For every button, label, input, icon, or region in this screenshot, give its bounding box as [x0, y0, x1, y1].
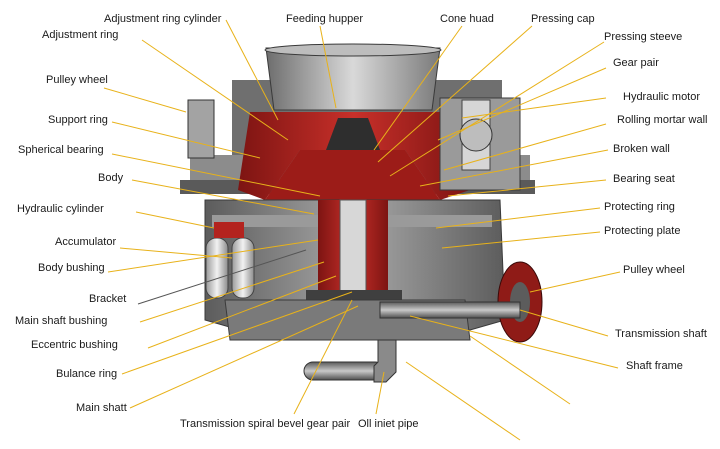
- label-hydraulic-motor: Hydraulic motor: [623, 91, 701, 103]
- label-feeding-hupper: Feeding hupper: [286, 13, 364, 25]
- label-hydraulic-cylinder: Hydraulic cylinder: [17, 203, 104, 215]
- leader-protecting-plate: [441, 231, 601, 249]
- label-pulley-wheel-left: Pulley wheel: [46, 74, 108, 86]
- hopper-rim-shape: [264, 43, 442, 57]
- label-accumulator: Accumulator: [55, 236, 117, 248]
- leader-extra-2: [405, 361, 521, 441]
- leader-bevel-gear-pair: [293, 299, 353, 415]
- leader-support-ring: [111, 121, 261, 159]
- adjustment-cylinder-shape: [187, 99, 215, 159]
- leader-rolling-mortar-wall: [443, 123, 607, 171]
- leader-pressing-cap: [377, 25, 533, 163]
- label-gear-pair: Gear pair: [613, 57, 659, 69]
- leader-pulley-wheel-left: [103, 87, 187, 113]
- label-body: Body: [98, 172, 124, 184]
- leader-extra-1: [469, 335, 571, 405]
- leader-main-shaft-bushing: [139, 261, 325, 323]
- label-main-shatt: Main shatt: [76, 402, 127, 414]
- label-bearing-seat: Bearing seat: [613, 173, 675, 185]
- label-bulance-ring: Bulance ring: [56, 368, 118, 380]
- leader-bearing-seat: [447, 179, 607, 197]
- label-rolling-mortar-wall: Rolling mortar wall: [617, 114, 708, 126]
- label-bracket: Bracket: [89, 293, 127, 305]
- bowl-liner-shape: [238, 112, 470, 200]
- label-protecting-plate: Protecting plate: [604, 225, 681, 237]
- transmission-shaft-shape: [379, 301, 521, 319]
- leader-bracket: [137, 249, 307, 305]
- label-shaft-frame: Shaft frame: [626, 360, 683, 372]
- leader-adjustment-ring: [141, 39, 289, 141]
- label-support-ring: Support ring: [48, 114, 108, 126]
- leader-adjustment-ring-cylinder: [225, 19, 279, 121]
- leader-bulance-ring: [121, 291, 353, 375]
- leader-body: [131, 179, 315, 215]
- hydraulic-cylinder-shape: [214, 222, 244, 238]
- label-transmission-shaft: Transmission shaft: [615, 328, 707, 340]
- leader-transmission-shaft: [519, 309, 609, 337]
- leader-protecting-ring: [435, 207, 601, 229]
- crusher-body-group: [180, 43, 543, 383]
- leader-pressing-steeve: [389, 41, 605, 177]
- leader-main-shatt: [129, 305, 359, 409]
- label-pressing-cap: Pressing cap: [531, 13, 595, 25]
- leader-pulley-wheel-right: [529, 271, 621, 293]
- leader-lines: [103, 19, 621, 441]
- leader-body-bushing: [107, 239, 319, 273]
- leader-gear-pair: [437, 67, 607, 141]
- oil-inlet-pipe-shape: [373, 339, 397, 383]
- label-broken-wall: Broken wall: [613, 143, 670, 155]
- leader-shaft-frame: [409, 315, 619, 369]
- label-main-shaft-bushing: Main shaft bushing: [15, 315, 108, 327]
- mantle-shape: [265, 150, 440, 200]
- label-eccentric-bushing: Eccentric bushing: [31, 339, 118, 351]
- leader-spherical-bearing: [111, 153, 321, 197]
- leader-oil-inlet-pipe: [375, 371, 385, 415]
- leader-feeding-hupper: [319, 25, 337, 109]
- accumulator-left-shape: [205, 237, 229, 299]
- label-adjustment-ring: Adjustment ring: [42, 29, 119, 41]
- label-transmission-spiral-bevel-gear-pair: Transmission spiral bevel gear pair: [180, 418, 351, 430]
- label-adjustment-ring-cylinder: Adjustment ring cylinder: [104, 13, 222, 25]
- label-spherical-bearing: Spherical bearing: [18, 144, 104, 156]
- label-pulley-wheel-right: Pulley wheel: [623, 264, 685, 276]
- cone-head-shape: [326, 118, 380, 150]
- label-cone-huad: Cone huad: [440, 13, 494, 25]
- leader-hydraulic-motor: [461, 97, 607, 119]
- label-oil-iniet-pipe: Oll iniet pipe: [358, 418, 419, 430]
- leader-eccentric-bushing: [147, 275, 337, 349]
- label-pressing-steeve: Pressing steeve: [604, 31, 683, 43]
- leader-broken-wall: [419, 149, 609, 187]
- feeding-hopper-shape: [265, 47, 441, 111]
- leader-hydraulic-cylinder: [135, 211, 215, 229]
- label-protecting-ring: Protecting ring: [604, 201, 675, 213]
- label-body-bushing: Body bushing: [38, 262, 105, 274]
- leader-cone-huad: [373, 25, 463, 151]
